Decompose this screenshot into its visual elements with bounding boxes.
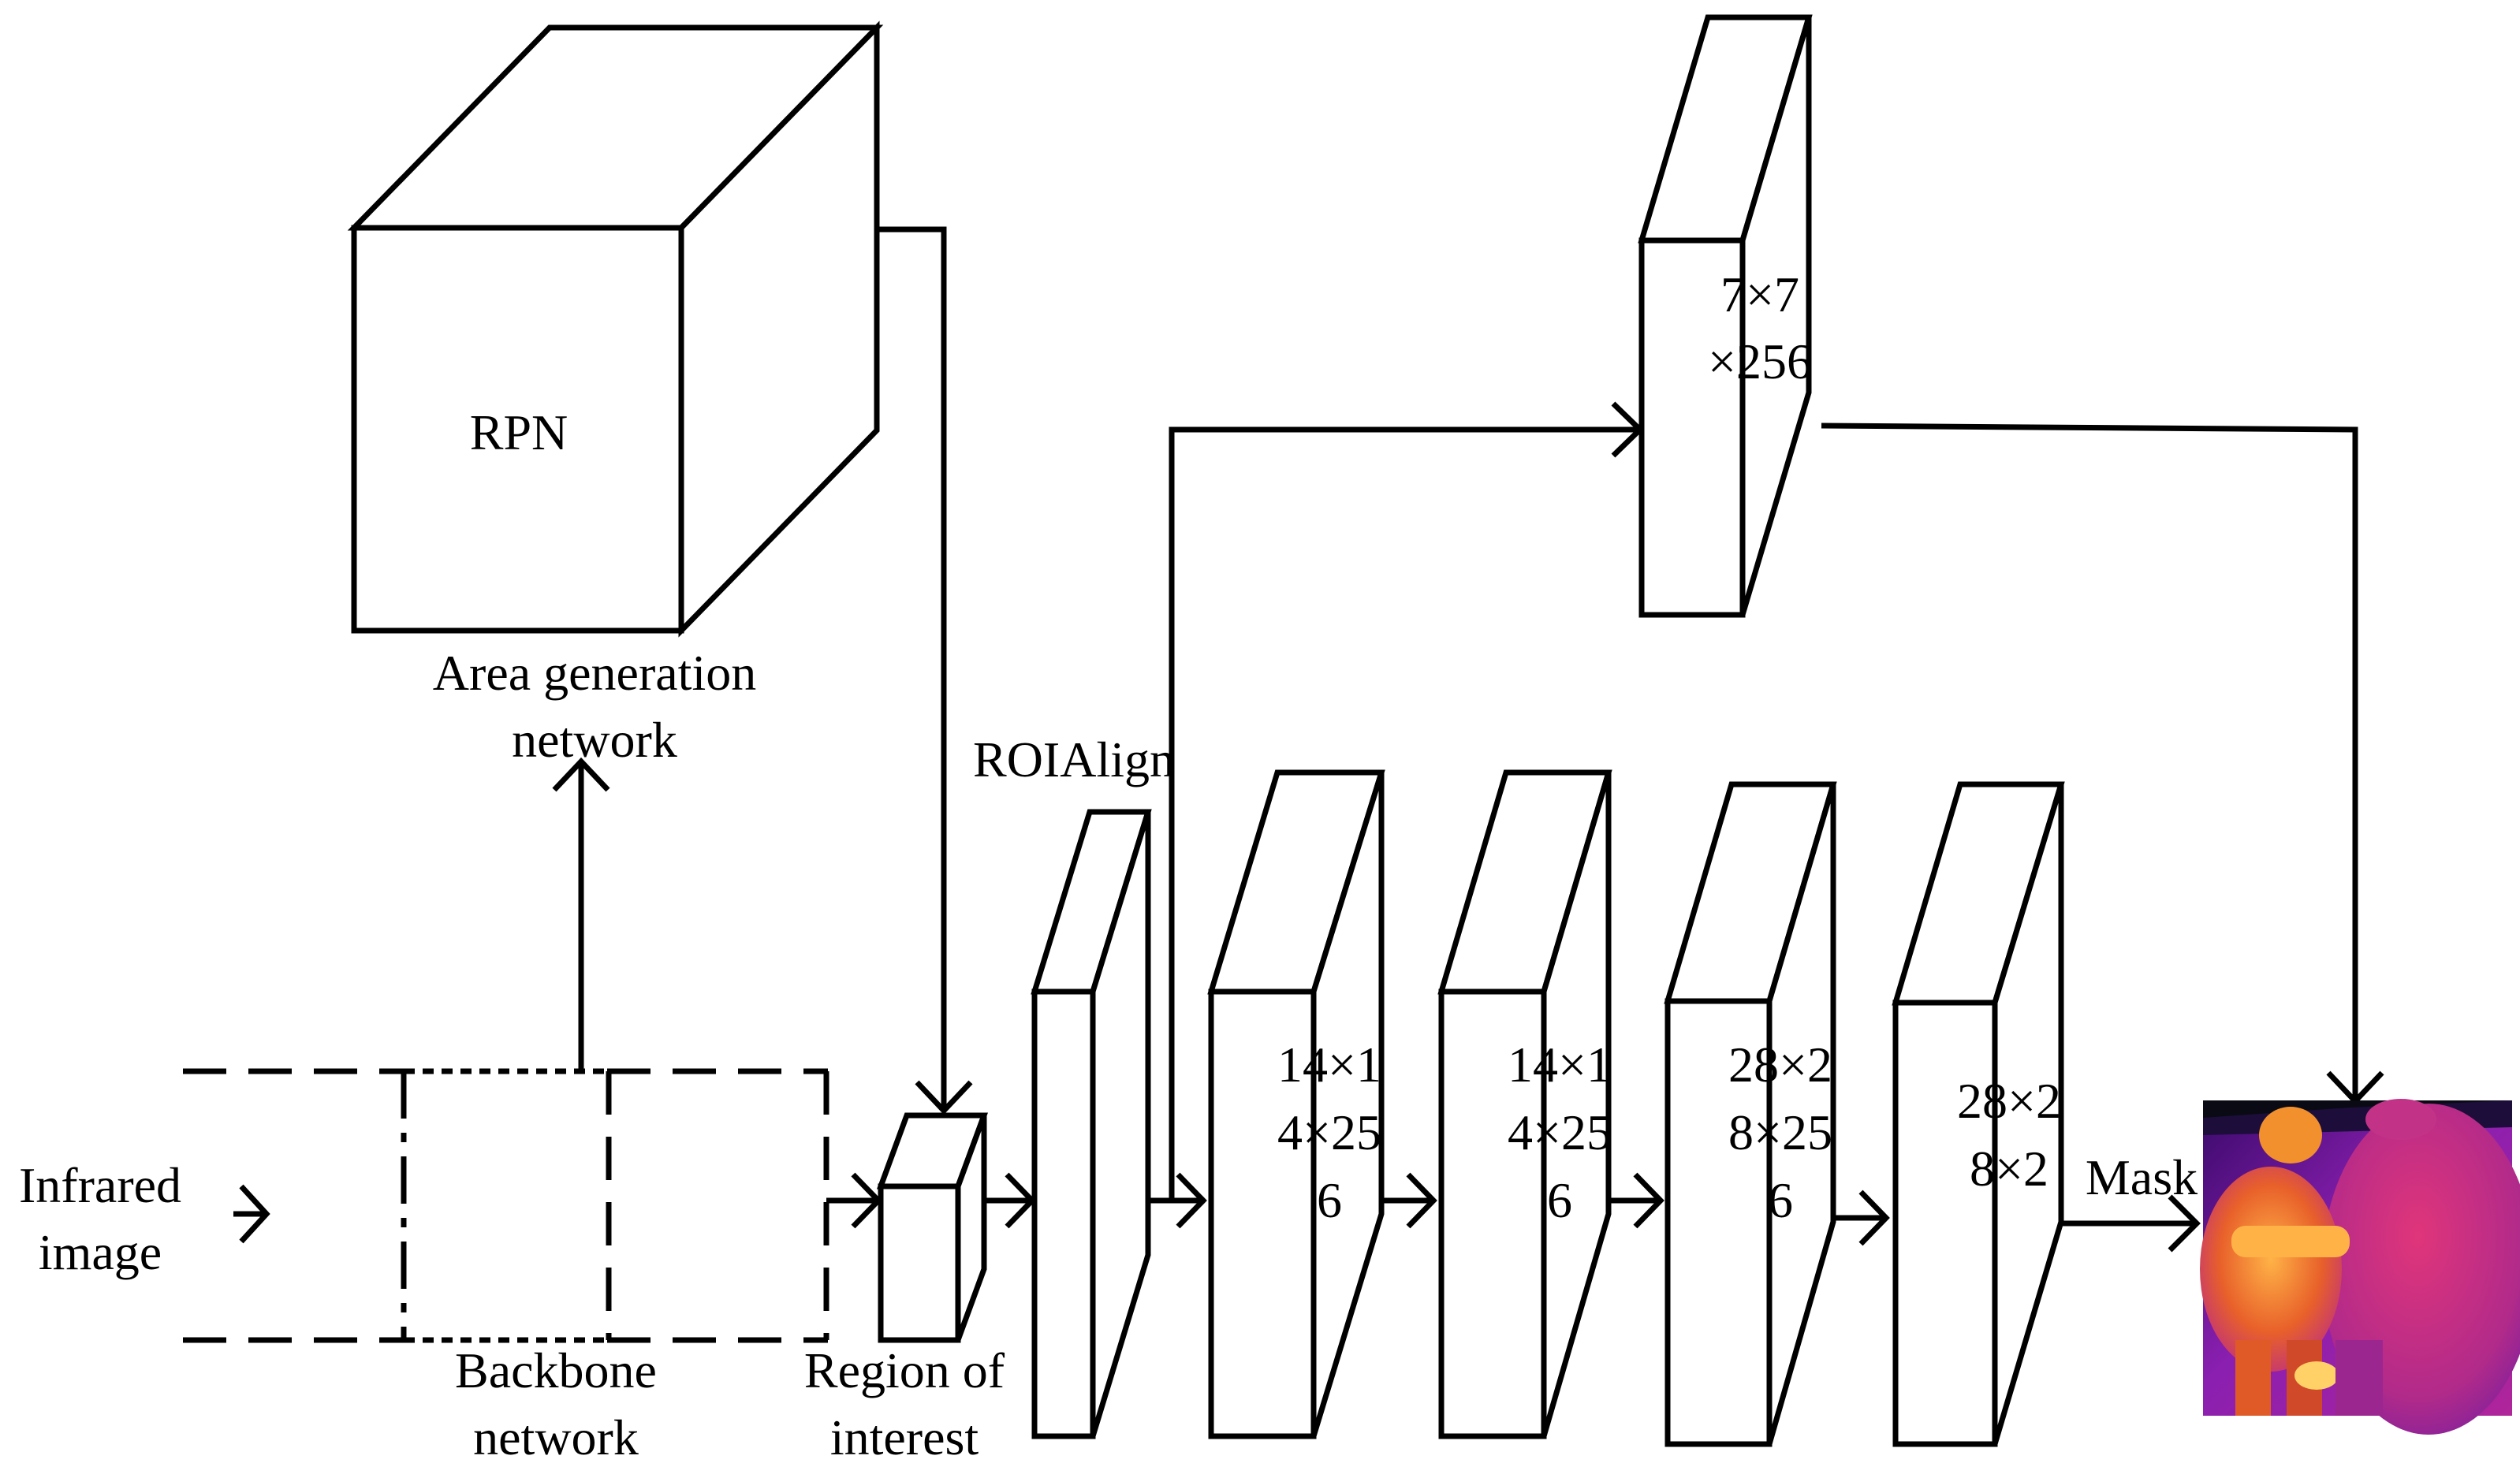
conv2-label-3: 6 xyxy=(1547,1172,1572,1228)
deconv-label-2: 8×25 xyxy=(1728,1104,1832,1160)
rpn-to-roi-arrow xyxy=(877,226,973,1115)
input-arrow xyxy=(233,1184,270,1244)
rpn-block: RPN xyxy=(347,20,884,638)
conv2-to-deconv-arrow xyxy=(1609,1172,1664,1229)
final-to-output-arrow xyxy=(2061,1194,2201,1253)
conv2-label-1: 14×1 xyxy=(1508,1037,1612,1093)
conv-block-1: 14×1 4×25 6 xyxy=(1207,769,1385,1439)
mask-label: Mask xyxy=(2086,1149,2198,1205)
area-generation-label-1: Area generation xyxy=(433,645,756,701)
infrared-label-2: image xyxy=(39,1224,162,1280)
roi-label-1: Region of xyxy=(804,1342,1005,1398)
roi-to-roialign-arrow xyxy=(984,1172,1036,1229)
fc-block: 7×7 ×256 xyxy=(1638,14,1813,618)
final-label-2: 8×2 xyxy=(1970,1141,2048,1197)
final-label-1: 28×2 xyxy=(1957,1073,2061,1129)
conv2-label-2: 4×25 xyxy=(1508,1104,1612,1160)
conv-block-2: 14×1 4×25 6 xyxy=(1437,769,1612,1439)
deconv-label-1: 28×2 xyxy=(1728,1037,1832,1093)
output-thermal-image xyxy=(2200,1099,2520,1435)
backbone-to-rpn-arrow xyxy=(552,757,610,1071)
area-generation-label-2: network xyxy=(512,712,677,768)
backbone-block xyxy=(183,1068,829,1343)
backbone-label-2: network xyxy=(473,1409,639,1465)
roi-block xyxy=(876,1112,989,1343)
conv1-label-1: 14×1 xyxy=(1277,1037,1381,1093)
deconv-block: 28×2 8×25 6 xyxy=(1664,781,1837,1447)
fc-label-2: ×256 xyxy=(1708,333,1812,389)
roialign-block xyxy=(1031,809,1152,1439)
infrared-label-1: Infrared xyxy=(19,1157,181,1213)
deconv-label-3: 6 xyxy=(1768,1172,1793,1228)
final-block: 28×2 8×2 xyxy=(1892,781,2065,1447)
conv1-label-2: 4×25 xyxy=(1277,1104,1381,1160)
roi-label-2: interest xyxy=(830,1409,979,1465)
backbone-label-1: Backbone xyxy=(455,1342,657,1398)
roialign-to-conv1-arrow xyxy=(1148,1172,1207,1229)
deconv-to-final-arrow xyxy=(1833,1189,1890,1246)
rpn-label: RPN xyxy=(470,404,568,460)
conv1-label-3: 6 xyxy=(1317,1172,1342,1228)
fc-label-1: 7×7 xyxy=(1720,266,1799,322)
roialign-label: ROIAlign xyxy=(973,732,1175,787)
backbone-to-roi-arrow xyxy=(826,1172,882,1229)
conv1-to-conv2-arrow xyxy=(1381,1172,1437,1229)
